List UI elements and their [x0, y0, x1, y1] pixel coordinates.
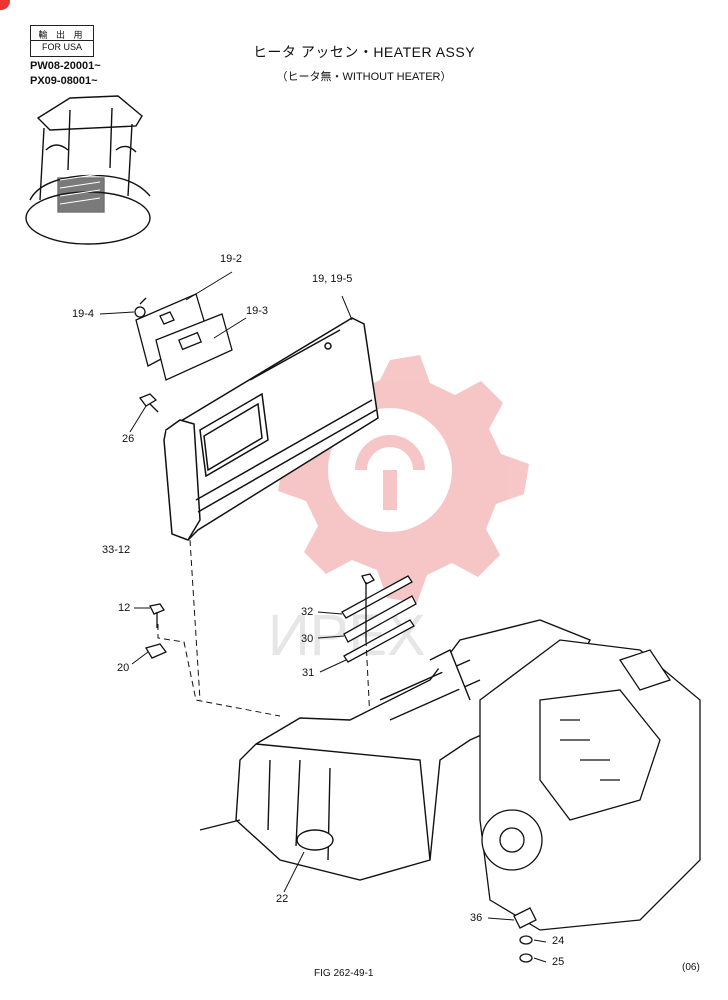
part-strips	[341, 573, 417, 663]
part-19-main-panel	[163, 317, 379, 541]
cab-thumbnail	[25, 95, 151, 245]
callout-20: 20	[117, 662, 130, 674]
callout-31: 31	[302, 667, 315, 679]
corner-badge	[0, 0, 10, 10]
revision-code: (06)	[682, 962, 700, 973]
part-19-4-knob	[134, 297, 147, 318]
stamp-japanese: 輸 出 用	[31, 28, 93, 41]
callout-32: 32	[301, 606, 314, 618]
stamp-english: FOR USA	[41, 42, 82, 52]
engine-block	[479, 639, 701, 931]
callout-33-12: 33-12	[102, 544, 131, 556]
callout-24: 24	[552, 935, 565, 947]
serial-range-2: PX09-08001~	[30, 75, 98, 87]
export-stamp: 輸 出 用 FOR USA	[30, 25, 94, 57]
figure-number: FIG 262-49-1	[314, 968, 374, 979]
page-subtitle: （ヒータ無・WITHOUT HEATER）	[276, 71, 452, 83]
part-19-3-plate	[155, 313, 233, 381]
guide-lines	[157, 539, 371, 721]
callout-12: 12	[118, 602, 131, 614]
callout-22: 22	[276, 893, 289, 905]
leader-lines	[99, 271, 547, 963]
callout-19-3: 19-3	[246, 305, 269, 317]
part-24-washer	[519, 935, 533, 945]
part-12-bolt	[149, 603, 165, 628]
part-26-bolt	[138, 393, 159, 413]
callout-19-4: 19-4	[72, 308, 95, 320]
callout-30: 30	[301, 633, 314, 645]
page-title: ヒータ アッセン・HEATER ASSY	[252, 44, 476, 60]
callout-19-19-5: 19, 19-5	[312, 273, 353, 285]
serial-range-1: PW08-20001~	[30, 60, 101, 72]
part-25-nut	[519, 953, 533, 963]
callout-25: 25	[552, 956, 565, 968]
callout-26: 26	[122, 433, 135, 445]
part-36-bracket	[513, 907, 537, 929]
part-20-clip	[145, 643, 168, 659]
callout-19-2: 19-2	[220, 253, 243, 265]
callout-36: 36	[470, 912, 483, 924]
